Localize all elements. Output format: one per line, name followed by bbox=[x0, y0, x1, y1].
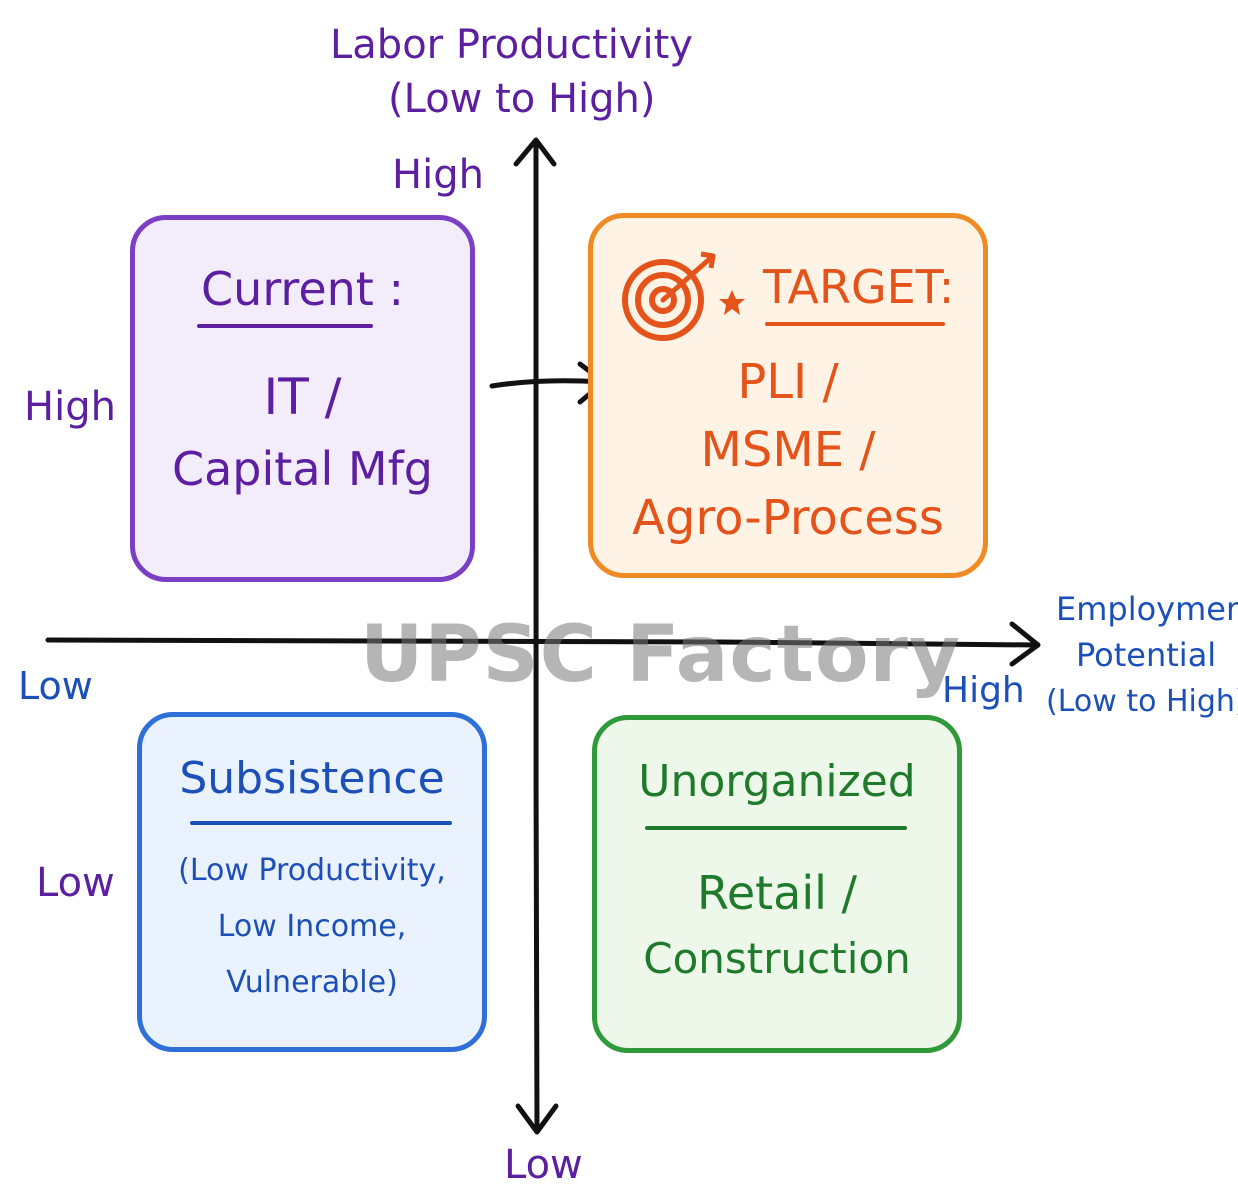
transition-arrow bbox=[489, 378, 605, 389]
x-axis-high-label: High bbox=[942, 670, 1025, 711]
quadrant-target-line2: MSME / bbox=[700, 422, 876, 478]
row-label-low: Low bbox=[36, 860, 115, 906]
quadrant-target-underline bbox=[765, 322, 945, 326]
quadrant-subsistence-underline bbox=[190, 821, 452, 825]
quadrant-subsistence-line2: Low Income, bbox=[217, 909, 407, 944]
row-label-high: High bbox=[24, 384, 116, 430]
x-axis-arrow-right bbox=[1009, 621, 1041, 667]
y-axis-title-line1: Labor Productivity bbox=[330, 22, 693, 68]
x-axis-low-label: Low bbox=[18, 664, 93, 708]
y-axis-low-label: Low bbox=[504, 1142, 583, 1188]
quadrant-subsistence: Subsistence (Low Productivity, Low Incom… bbox=[137, 712, 487, 1052]
star-icon bbox=[719, 290, 745, 315]
quadrant-subsistence-line1: (Low Productivity, bbox=[178, 853, 446, 888]
quadrant-current-underline bbox=[197, 324, 373, 328]
quadrant-target-title: TARGET: bbox=[763, 260, 955, 314]
y-axis-title-line2: (Low to High) bbox=[388, 76, 656, 122]
quadrant-current: Current : IT / Capital Mfg bbox=[130, 215, 475, 582]
quadrant-target-line3: Agro-Process bbox=[632, 490, 944, 546]
y-axis-arrow-up bbox=[513, 137, 557, 167]
target-icon bbox=[622, 251, 716, 341]
quadrant-current-line2: Capital Mfg bbox=[172, 442, 433, 496]
x-axis-title-line1: Employment bbox=[1056, 590, 1238, 628]
y-axis-high-label: High bbox=[392, 152, 484, 198]
quadrant-unorganized-title: Unorganized bbox=[638, 756, 916, 807]
y-axis-line bbox=[533, 139, 540, 1133]
quadrant-subsistence-line3: Vulnerable) bbox=[226, 965, 398, 1000]
quadrant-subsistence-title: Subsistence bbox=[179, 753, 445, 804]
quadrant-unorganized-underline bbox=[645, 826, 907, 830]
watermark: UPSC Factory bbox=[360, 610, 961, 700]
x-axis-line bbox=[45, 637, 1039, 648]
quadrant-current-line1: IT / bbox=[263, 368, 342, 426]
quadrant-target: TARGET: PLI / MSME / Agro-Process bbox=[588, 213, 988, 578]
quadrant-unorganized-line2: Construction bbox=[643, 934, 911, 983]
quadrant-unorganized-line1: Retail / bbox=[696, 866, 858, 920]
x-axis-title-line2: Potential bbox=[1076, 636, 1217, 674]
quadrant-unorganized: Unorganized Retail / Construction bbox=[592, 715, 962, 1053]
y-axis-arrow-down bbox=[515, 1103, 559, 1135]
quadrant-current-title: Current : bbox=[201, 262, 404, 316]
x-axis-title-line3: (Low to High) bbox=[1046, 684, 1238, 719]
quadrant-target-line1: PLI / bbox=[737, 354, 839, 410]
